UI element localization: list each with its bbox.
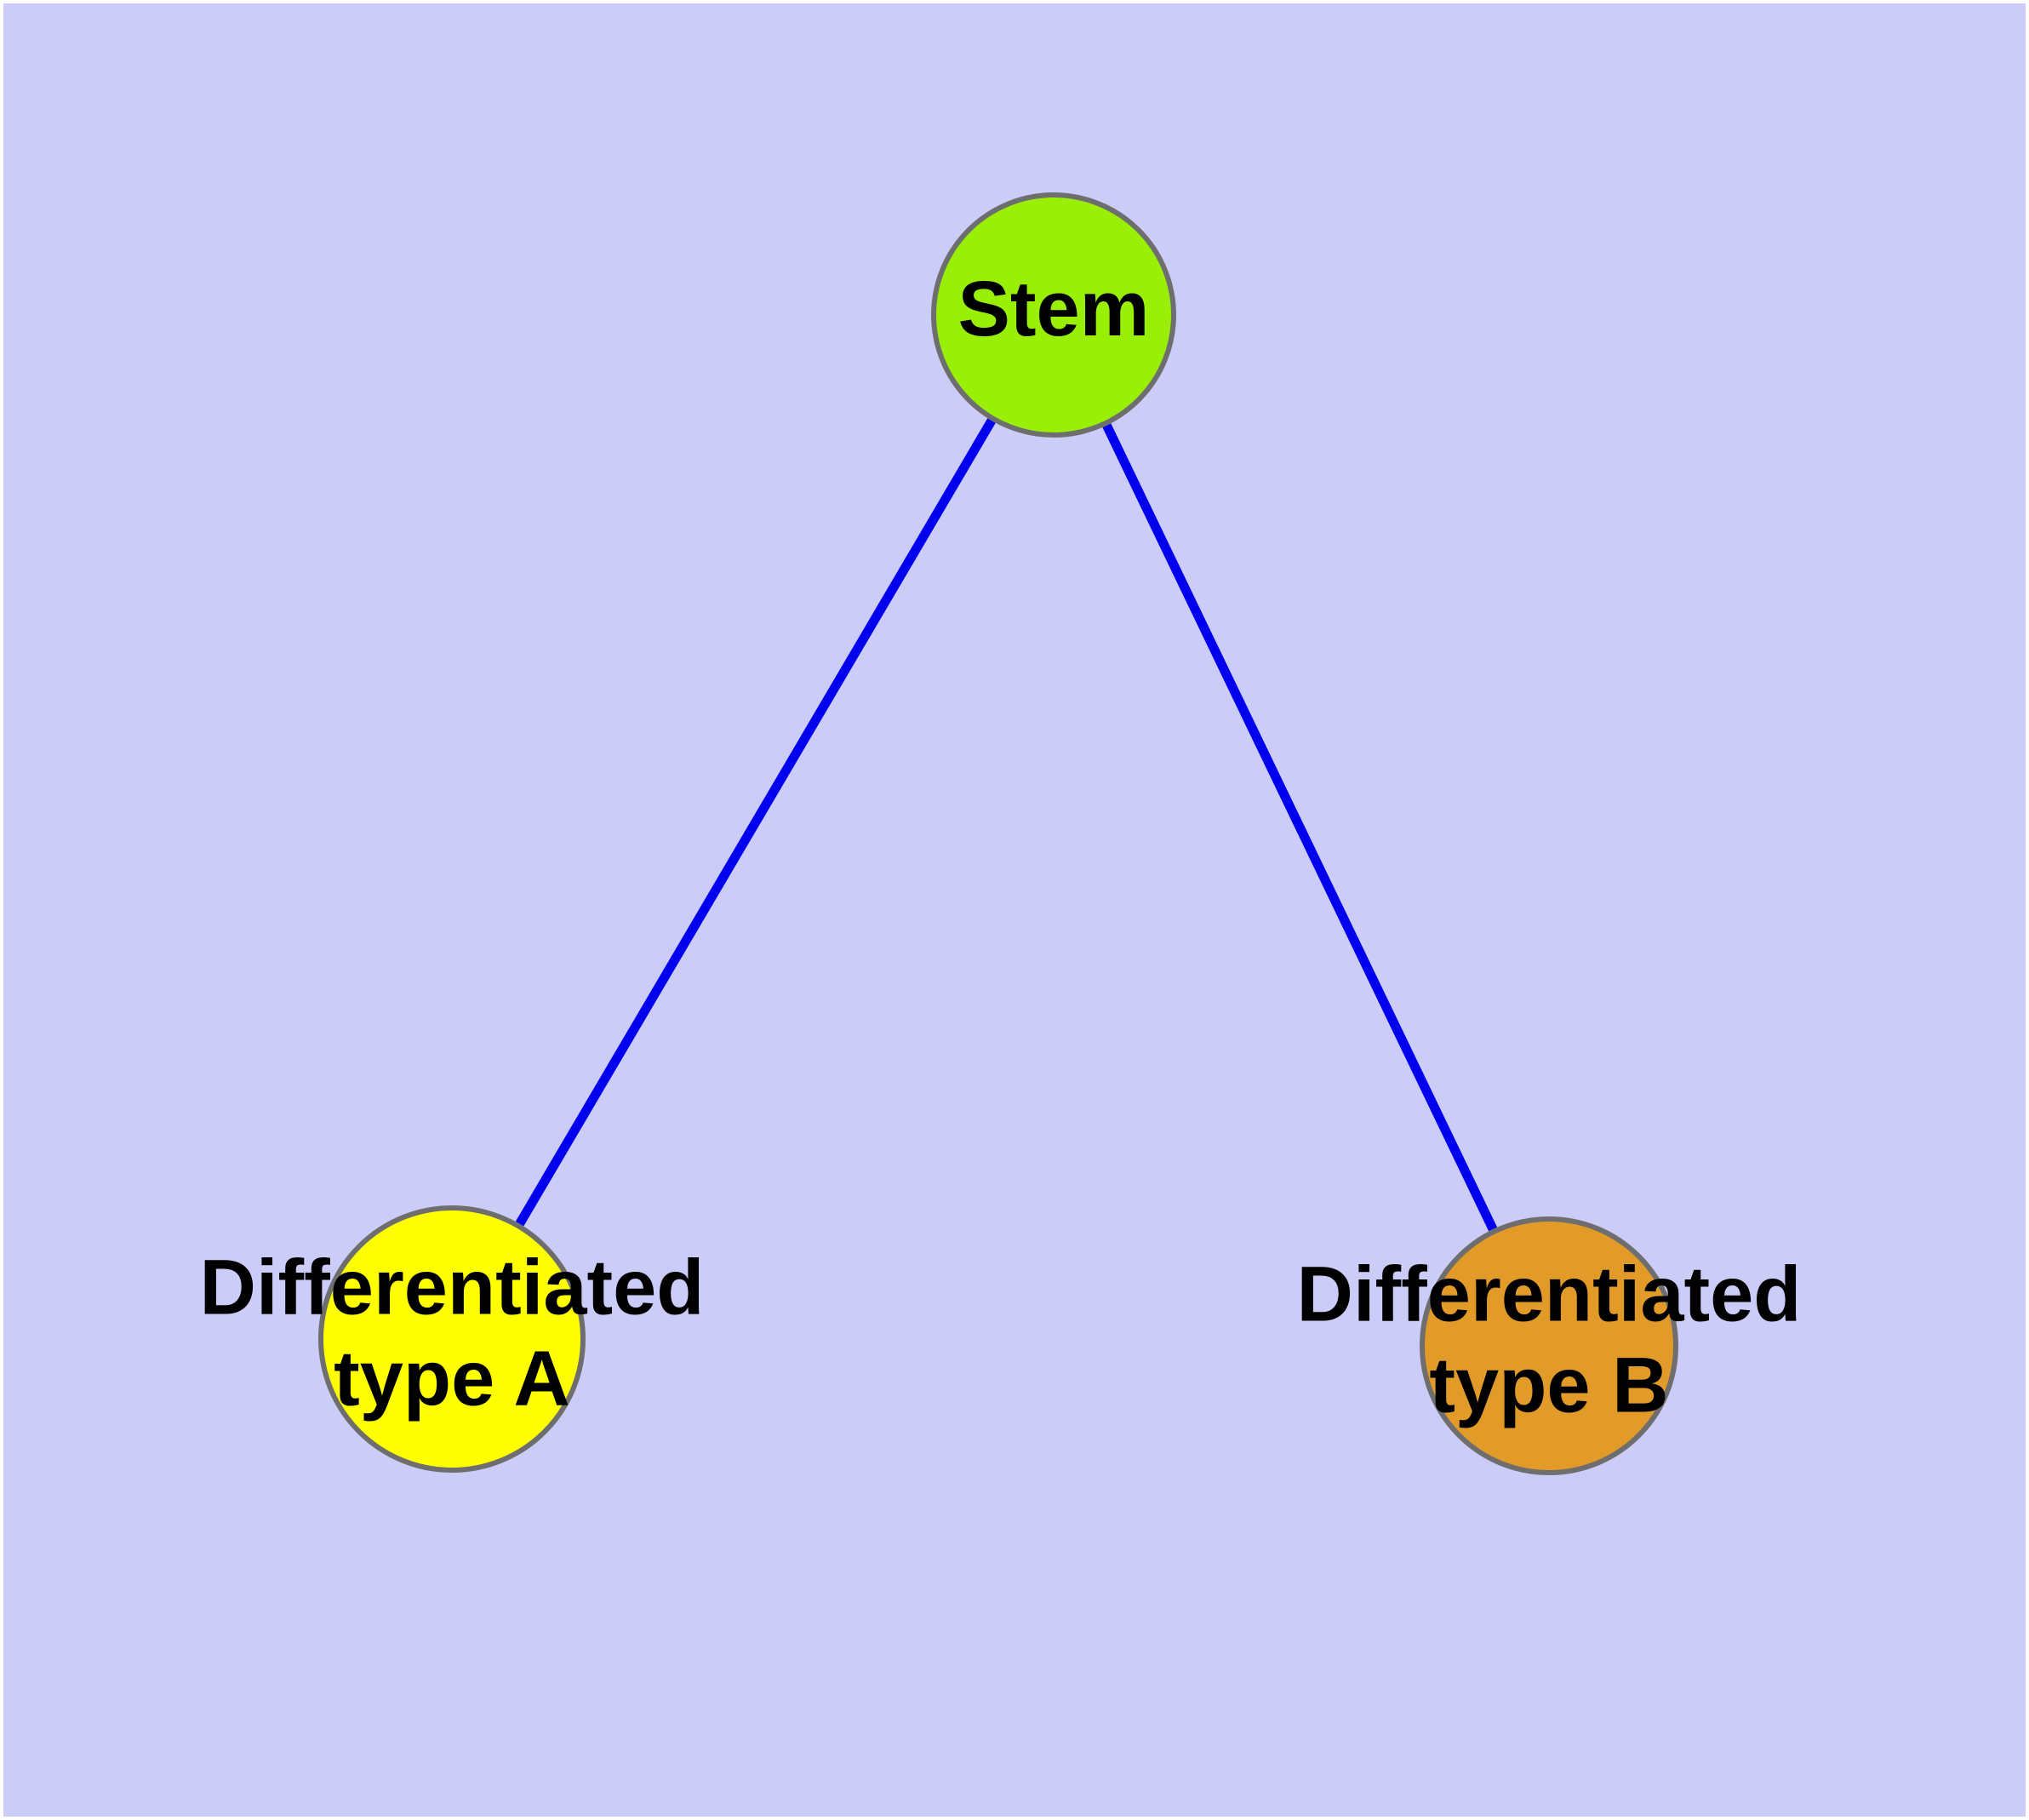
- node-label-line: Differentiated: [200, 1245, 705, 1331]
- node-label-line: Stem: [958, 266, 1150, 352]
- node-label-line: type A: [334, 1336, 570, 1422]
- node-stem-circle[interactable]: [931, 192, 1176, 438]
- node-stem-label: Stem: [958, 266, 1150, 352]
- edges-layer: [515, 418, 1498, 1232]
- node-differentiated-b-circle[interactable]: [1420, 1216, 1678, 1475]
- node-differentiated-a-circle[interactable]: [318, 1205, 586, 1473]
- node-label-line: Differentiated: [1297, 1251, 1802, 1338]
- edge-stem-to-differentiated-a[interactable]: [515, 418, 996, 1227]
- node-label-line: type B: [1429, 1342, 1668, 1429]
- edge-stem-to-differentiated-b[interactable]: [1102, 423, 1498, 1232]
- node-stem[interactable]: Stem: [931, 192, 1176, 438]
